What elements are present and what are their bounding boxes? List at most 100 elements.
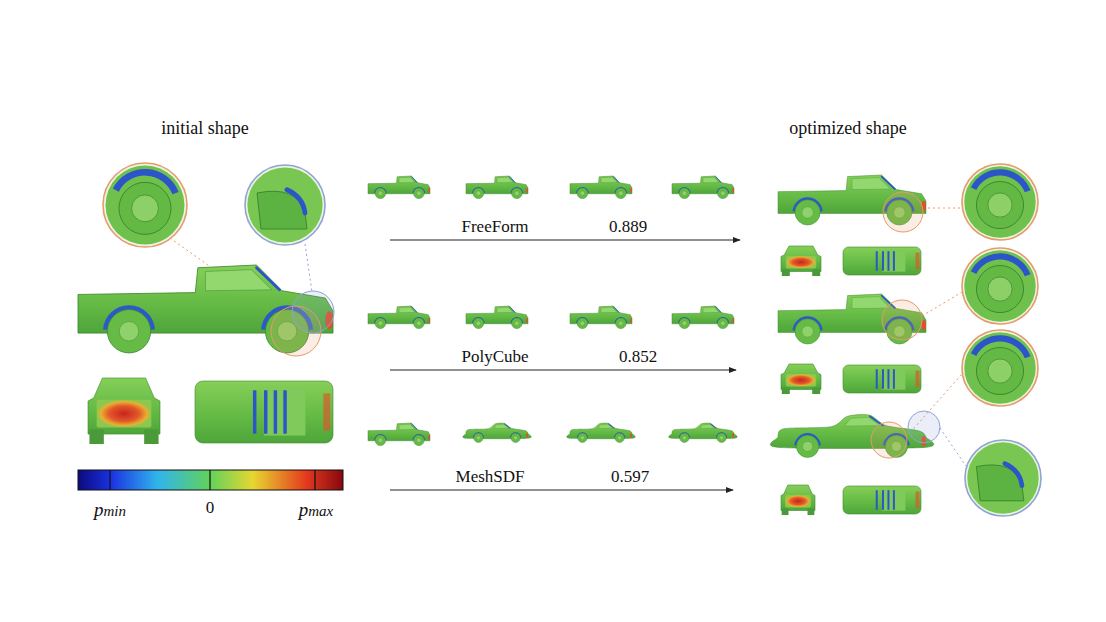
optimization-sequence [416,321,421,326]
top-view [876,251,878,271]
optimization-sequence [616,318,627,329]
initial-car [106,166,185,245]
column-heading: initial shape [161,118,248,139]
optimized-car [988,277,1012,301]
optimized-car [965,440,1041,516]
optimization-sequence [414,318,425,329]
optimized-car [922,292,962,316]
optimization-sequence [463,423,532,439]
top-view [887,490,889,510]
column-heading: optimized shape [789,118,906,139]
optimized-car [964,332,1035,403]
score-value: 0.852 [619,347,657,367]
optimization-sequence [618,191,623,196]
optimization-sequence [630,188,632,193]
optimized-car [988,193,1012,217]
front-view [781,246,821,272]
initial-car [103,163,187,247]
optimization-sequence [608,424,614,428]
optimization-sequence [630,318,632,323]
optimized-car [845,417,881,426]
front-view [781,485,815,515]
optimization-sequence [414,188,425,199]
optimization-sequence [618,321,623,326]
top-view [843,247,921,275]
top-view [893,251,895,271]
top-view [195,381,333,443]
top-view [916,371,920,388]
colorbar-label: pmax [299,499,334,521]
initial-car [78,163,334,444]
top-view [876,490,878,510]
front-view [88,378,160,434]
optimization-sequence [615,433,624,442]
optimization-sequence [618,436,622,440]
colorbar [78,470,343,490]
optimization-sequence [416,191,421,196]
optimization-sequence [715,307,721,313]
optimization-sequence [476,436,480,440]
initial-car [287,190,305,213]
initial-car [257,268,280,290]
optimized-car [908,411,940,443]
optimization-sequence [368,423,737,490]
optimized-car [988,359,1012,383]
top-view [916,253,920,270]
optimization-sequence [732,433,734,438]
progress-arrow [390,490,733,491]
optimization-sequence [682,436,686,440]
optimization-sequence [368,176,740,240]
initial-car [245,165,325,245]
front-view [782,508,789,515]
optimization-sequence [616,188,627,199]
optimized-car [976,347,1023,394]
optimized-car [778,164,1038,276]
front-view [97,400,152,428]
optimization-sequence [378,191,383,196]
top-view [916,492,920,509]
optimized-car [797,435,819,457]
top-view [843,365,921,393]
optimization-sequence [504,424,510,428]
optimization-sequence [473,318,484,329]
colorbar-label: pmin [94,499,126,521]
optimized-car [871,422,907,458]
top-view [887,369,889,389]
front-view [812,269,820,276]
front-view [808,508,815,515]
top-view [843,365,921,393]
optimization-sequence [630,433,632,438]
optimization-sequence [679,188,690,199]
optimized-car [795,200,820,225]
optimization-sequence [511,433,520,442]
optimization-sequence [514,321,519,326]
optimized-car [962,248,1038,324]
top-view [323,393,330,430]
method-name: MeshSDF [456,467,525,487]
front-view [781,485,815,511]
optimized-car [964,166,1035,237]
optimization-sequence [509,307,515,313]
top-view [264,388,305,435]
top-view [882,489,905,510]
optimization-sequence [732,318,734,323]
optimization-sequence [509,177,515,183]
optimization-sequence [428,188,430,193]
optimization-sequence [416,438,421,443]
front-view [786,374,816,387]
optimization-sequence [514,191,519,196]
front-view [781,364,821,390]
optimized-car [1005,464,1022,486]
top-view [876,369,878,389]
optimized-car [976,181,1023,228]
optimization-sequence [718,188,729,199]
top-view [274,390,277,433]
front-view [782,269,790,276]
top-view [882,250,905,271]
top-view [843,486,921,514]
optimization-sequence [710,424,716,428]
optimization-sequence [577,188,588,199]
optimized-car [882,300,922,340]
optimization-sequence [682,191,687,196]
